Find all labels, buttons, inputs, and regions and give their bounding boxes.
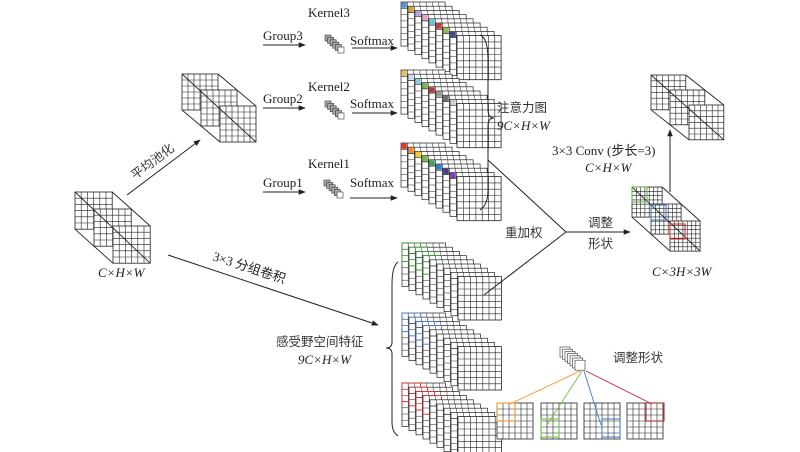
attention-weight-cell	[429, 87, 435, 93]
softmax3-label: Softmax	[350, 33, 395, 48]
group2-label: Group2	[263, 91, 303, 106]
attention-weight-cell	[408, 6, 414, 12]
attention-map-stacks	[400, 1, 502, 222]
attention-merge-line	[487, 159, 567, 233]
attention-map-dims: 9C×H×W	[497, 118, 551, 133]
reshape-label-line1: 调整	[588, 215, 614, 230]
slice-front	[457, 416, 502, 452]
reshaped-dims: C×3H×3W	[652, 264, 713, 279]
legend-connector	[546, 370, 583, 426]
attention-weight-cell	[401, 2, 407, 8]
attention-weight-cell	[429, 160, 435, 166]
legend-highlight	[496, 402, 516, 422]
softmax1-label: Softmax	[350, 175, 395, 190]
attention-weight-cell	[450, 172, 456, 179]
legend-highlight	[645, 402, 665, 422]
attention-weight-cell	[436, 164, 442, 170]
attention-brace	[479, 34, 495, 211]
legend-cube-layer	[574, 359, 586, 371]
attention-weight-cell	[443, 27, 449, 33]
kernel-icon	[324, 34, 345, 54]
pooling-arrow	[126, 139, 201, 196]
slice-front	[456, 176, 502, 222]
kernel2-label: Kernel2	[308, 79, 350, 94]
feature-brace	[385, 261, 399, 437]
conv-dims: C×H×W	[585, 160, 633, 175]
receptive-field-stacks	[401, 242, 502, 452]
kernel-icon	[324, 100, 345, 120]
legend-connector	[583, 370, 602, 426]
feature-merge-line	[483, 231, 567, 296]
reweight-label: 重加权	[505, 225, 543, 240]
attention-map-kernel2	[400, 69, 502, 149]
softmax2-label: Softmax	[350, 96, 395, 111]
legend-connector	[585, 370, 653, 405]
legend-highlight	[540, 418, 560, 438]
attention-weight-cell	[443, 168, 449, 174]
group-conv-label: 3×3 分组卷积	[211, 249, 288, 287]
kernel-icon	[323, 179, 344, 199]
kernel3-label: Kernel3	[308, 5, 350, 20]
slice-front	[456, 35, 502, 81]
attention-weight-cell	[436, 91, 442, 97]
slice-front	[457, 276, 502, 321]
attention-weight-cell	[450, 99, 456, 106]
attention-weight-cell	[415, 10, 421, 17]
group3-label: Group3	[263, 28, 303, 43]
reshape-legend	[496, 346, 665, 440]
feature-stack-1	[401, 242, 502, 321]
legend-connector	[509, 370, 581, 405]
attention-map-kernel3	[400, 1, 502, 81]
attention-weight-cell	[408, 147, 414, 153]
pooled-grid-block	[181, 73, 257, 143]
pooled-feature-block	[181, 73, 257, 143]
attention-weight-cell	[450, 31, 456, 38]
legend-highlight	[601, 418, 621, 438]
group1-label: Group1	[263, 175, 303, 190]
receptive-field-title: 感受野空间特征	[276, 334, 364, 349]
attention-weight-cell	[408, 74, 414, 80]
attention-weight-cell	[436, 23, 442, 29]
input-grid-block	[74, 191, 151, 264]
grid-panel	[688, 104, 725, 141]
kernel1-label: Kernel1	[308, 156, 350, 171]
attention-map-title: 注意力图	[497, 100, 547, 115]
attention-weight-cell	[415, 151, 421, 158]
legend-label: 调整形状	[613, 350, 664, 365]
conv-label: 3×3 Conv (步长=3)	[552, 143, 656, 158]
attention-weight-cell	[422, 156, 428, 162]
attention-weight-cell	[401, 143, 407, 149]
attention-weight-cell	[422, 83, 428, 89]
input-feature-block	[74, 191, 151, 264]
feature-stack-3	[401, 382, 502, 452]
attention-weight-cell	[415, 78, 421, 85]
group-conv-arrow	[167, 254, 379, 326]
highlight-green	[631, 186, 648, 203]
attention-map-kernel1	[400, 142, 502, 222]
attention-weight-cell	[429, 19, 435, 25]
slice-front	[457, 346, 502, 391]
highlight-red	[669, 223, 686, 240]
reshape-label-line2: 形状	[588, 236, 614, 251]
feature-stack-2	[401, 312, 502, 391]
kernel-glyphs	[323, 34, 345, 199]
output-feature-block	[650, 74, 725, 141]
output-grid-block	[650, 74, 725, 141]
input-dims-label: C×H×W	[98, 265, 146, 280]
slice-front	[456, 103, 502, 149]
highlight-blue	[650, 204, 667, 221]
receptive-field-dims: 9C×H×W	[298, 352, 352, 367]
attention-weight-cell	[422, 15, 428, 21]
attention-weight-cell	[401, 70, 407, 76]
reshaped-feature-block	[631, 186, 701, 252]
attention-weight-cell	[443, 95, 449, 101]
